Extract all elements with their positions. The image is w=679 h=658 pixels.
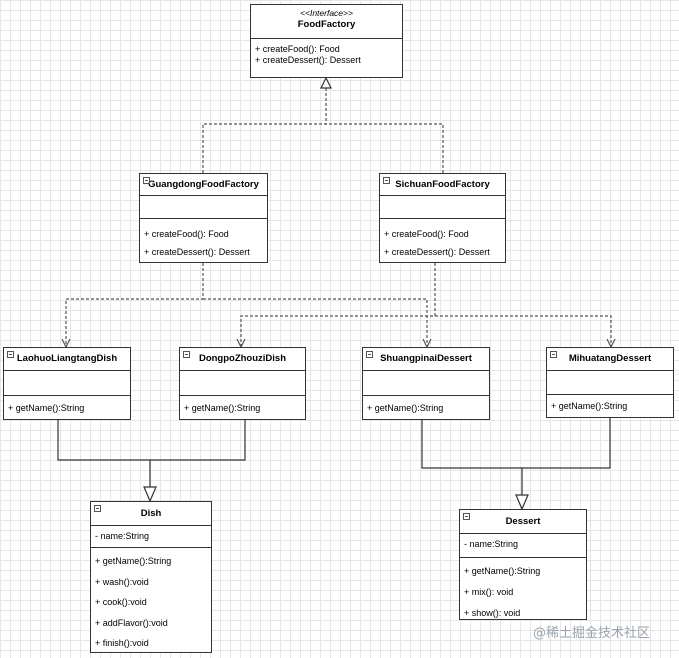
class-name: ShuangpinaiDessert	[380, 353, 472, 364]
method-row: + createFood(): Food	[384, 229, 469, 239]
class-name: SichuanFoodFactory	[395, 179, 490, 190]
realization-guangdong-to-interface	[202, 88, 327, 173]
class-name: MihuatangDessert	[568, 353, 652, 364]
collapse-toggle-icon[interactable]	[550, 351, 557, 358]
class-header: GuangdongFoodFactory	[140, 174, 267, 195]
dependency-sichuan-to-mihuatang	[435, 315, 612, 347]
methods-section: + getName():String	[180, 395, 305, 420]
dependency-guangdong-to-laohuo	[65, 263, 204, 347]
realization-triangle	[320, 76, 332, 89]
method-row: + createFood(): Food	[144, 229, 229, 239]
method-row: + createDessert(): Dessert	[255, 55, 361, 65]
class-header: LaohuoLiangtangDish	[4, 348, 130, 370]
methods-section: + createFood(): Food + createDessert(): …	[380, 218, 505, 263]
method-row: + cook():void	[95, 597, 147, 607]
method-row: + mix(): void	[464, 587, 514, 597]
attributes-section	[380, 195, 505, 218]
class-name: LaohuoLiangtangDish	[16, 353, 118, 364]
class-header: Dessert	[460, 510, 586, 533]
collapse-toggle-icon[interactable]	[94, 505, 101, 512]
inheritance-triangle-dish	[143, 486, 157, 503]
method-row: + createDessert(): Dessert	[144, 247, 250, 257]
class-dish-box[interactable]: Dish - name:String + getName():String + …	[90, 501, 212, 653]
methods-section: + getName():String	[4, 395, 130, 420]
class-header: Dish	[91, 502, 211, 525]
class-header: DongpoZhouziDish	[180, 348, 305, 370]
class-shuangpinaidessert-box[interactable]: ShuangpinaiDessert + getName():String	[362, 347, 490, 420]
class-name: Dish	[140, 508, 162, 519]
class-name: Dessert	[505, 516, 541, 527]
class-header: ShuangpinaiDessert	[363, 348, 489, 370]
realization-sichuan-to-interface	[326, 123, 444, 173]
method-row: + getName():String	[95, 556, 172, 566]
class-sichuanfoodfactory-box[interactable]: SichuanFoodFactory + createFood(): Food …	[379, 173, 506, 263]
methods-section: + getName():String	[363, 395, 489, 420]
method-row: + getName():String	[464, 566, 541, 576]
method-row: + getName():String	[367, 403, 444, 413]
method-row: + wash():void	[95, 576, 149, 587]
collapse-toggle-icon[interactable]	[383, 177, 390, 184]
method-row: + createFood(): Food	[255, 44, 340, 54]
collapse-toggle-icon[interactable]	[366, 351, 373, 358]
class-header: SichuanFoodFactory	[380, 174, 505, 195]
interface-header: <<Interface>> FoodFactory	[251, 5, 402, 38]
watermark-text: @稀土掘金技术社区	[533, 626, 651, 641]
inheritance-shuangpinai-to-dessert	[421, 420, 523, 495]
attributes-section	[547, 370, 673, 394]
attributes-section	[363, 370, 489, 395]
methods-section: + getName():String + wash():void + cook(…	[91, 547, 211, 654]
attributes-section: - name:String	[91, 525, 211, 547]
dependency-sichuan-to-dongpo	[240, 263, 436, 347]
collapse-toggle-icon[interactable]	[143, 177, 150, 184]
method-row: + getName():String	[8, 403, 85, 413]
attribute-row: - name:String	[464, 539, 519, 549]
methods-section: + createFood(): Food + createDessert(): …	[140, 218, 267, 263]
attributes-section	[180, 370, 305, 395]
class-name: DongpoZhouziDish	[198, 353, 287, 364]
attribute-row: - name:String	[95, 531, 150, 541]
attributes-section: - name:String	[460, 533, 586, 557]
class-mihuatangdessert-box[interactable]: MihuatangDessert + getName():String	[546, 347, 674, 418]
class-name: GuangdongFoodFactory	[148, 179, 259, 190]
methods-section: + getName():String + mix(): void + show(…	[460, 557, 586, 624]
class-dongpozhouzidish-box[interactable]: DongpoZhouziDish + getName():String	[179, 347, 306, 420]
method-row: + addFlavor():void	[95, 617, 168, 628]
collapse-toggle-icon[interactable]	[183, 351, 190, 358]
method-row: + createDessert(): Dessert	[384, 247, 490, 257]
inheritance-dongpo-to-dish	[150, 420, 246, 461]
interface-stereotype: <<Interface>>	[300, 8, 353, 18]
collapse-toggle-icon[interactable]	[463, 513, 470, 520]
method-row: + show(): void	[464, 608, 521, 618]
interface-name: FoodFactory	[297, 19, 356, 30]
class-guangdongfoodfactory-box[interactable]: GuangdongFoodFactory + createFood(): Foo…	[139, 173, 268, 263]
method-row: + getName():String	[184, 403, 261, 413]
attributes-section	[140, 195, 267, 218]
inheritance-mihuatang-to-dessert	[522, 418, 611, 469]
collapse-toggle-icon[interactable]	[7, 351, 14, 358]
interface-foodfactory-box[interactable]: <<Interface>> FoodFactory + createFood()…	[250, 4, 403, 78]
dependency-guangdong-to-shuangpinai	[203, 298, 428, 347]
class-dessert-box[interactable]: Dessert - name:String + getName():String…	[459, 509, 587, 620]
class-header: MihuatangDessert	[547, 348, 673, 370]
method-row: + getName():String	[551, 401, 628, 411]
methods-section: + getName():String	[547, 394, 673, 418]
attributes-section	[4, 370, 130, 395]
inheritance-laohuo-to-dish	[57, 420, 151, 487]
interface-methods: + createFood(): Food + createDessert(): …	[251, 38, 402, 66]
method-row: + finish():void	[95, 638, 149, 648]
class-laohuoliangtangdish-box[interactable]: LaohuoLiangtangDish + getName():String	[3, 347, 131, 420]
inheritance-triangle-dessert	[515, 494, 529, 511]
